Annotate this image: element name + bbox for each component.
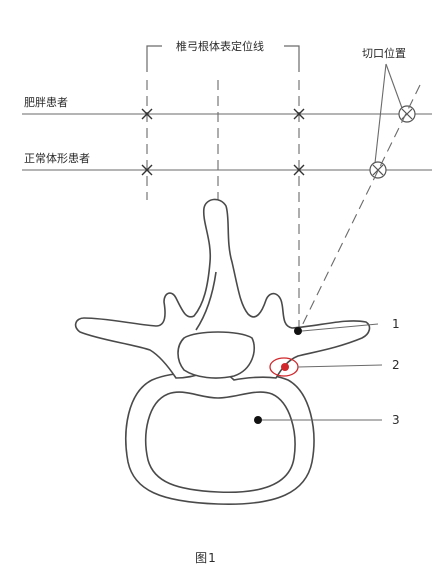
cross-markers xyxy=(142,109,304,175)
incision-label: 切口位置 xyxy=(362,46,406,60)
callout-3: 3 xyxy=(392,413,400,427)
vertebra xyxy=(76,199,370,504)
normal-patient-label: 正常体形患者 xyxy=(24,151,90,165)
pedicle-line-label: 椎弓根体表定位线 xyxy=(176,39,264,53)
point-3-dot xyxy=(254,416,262,424)
vertebral-foramen xyxy=(178,332,254,378)
callout-2: 2 xyxy=(392,358,400,372)
callout-1: 1 xyxy=(392,317,400,331)
vertebral-body-inner xyxy=(146,392,295,492)
obese-patient-label: 肥胖患者 xyxy=(24,96,68,109)
point-1-dot xyxy=(294,327,302,335)
incision-marker-obese xyxy=(399,106,415,122)
point-2-dot xyxy=(281,363,289,371)
figure-caption: 图1 xyxy=(195,551,217,565)
incision-marker-normal xyxy=(370,162,386,178)
